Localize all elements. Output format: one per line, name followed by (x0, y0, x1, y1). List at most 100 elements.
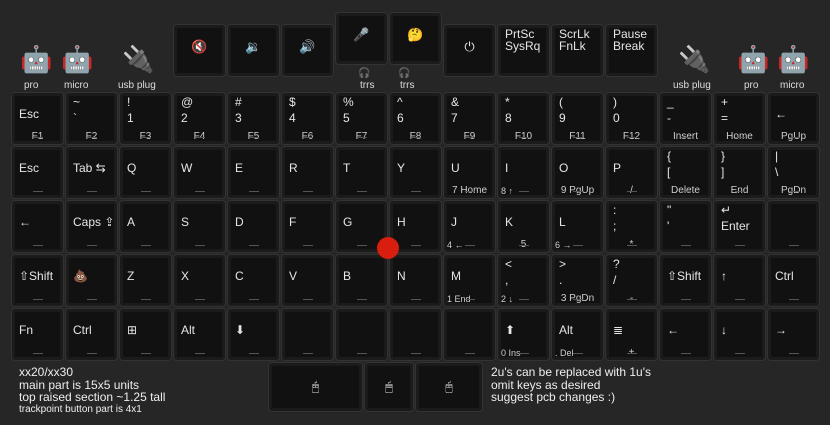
key-r4-c12[interactable]: ← (659, 308, 712, 361)
trackpoint[interactable] (377, 237, 399, 259)
key-r2-c5[interactable]: F (281, 200, 334, 253)
key-r3-c4[interactable]: C (227, 254, 280, 307)
key-r2-c14[interactable] (767, 200, 820, 253)
key-r3-c5[interactable]: V (281, 254, 334, 307)
key-r0-c12[interactable]: _-Insert (659, 92, 712, 145)
key-r0-c14[interactable]: ←PgUp (767, 92, 820, 145)
key-legend-top: ! (127, 95, 131, 109)
key-r4-c7[interactable] (389, 308, 442, 361)
key-r3-c6[interactable]: B (335, 254, 388, 307)
key-r3-c0[interactable]: ⇧Shift (11, 254, 64, 307)
key-dash (194, 191, 205, 192)
key-r3-c3[interactable]: X (173, 254, 226, 307)
key-r4-c10[interactable]: Alt. Del (551, 308, 604, 361)
key-r4-c6[interactable] (335, 308, 388, 361)
key-r2-c2[interactable]: A (119, 200, 172, 253)
key-r1-c2[interactable]: Q (119, 146, 172, 199)
key-r4-c9[interactable]: ⬆0 Ins (497, 308, 550, 361)
mic-key[interactable]: 🎤 (335, 12, 388, 65)
key-r1-c14[interactable]: |\PgDn (767, 146, 820, 199)
key-legend-top: Ctrl (73, 323, 92, 337)
key-r1-c7[interactable]: Y (389, 146, 442, 199)
key-r1-c12[interactable]: {[Delete (659, 146, 712, 199)
mouse-middle-button[interactable]: 🖱 (364, 362, 414, 412)
key-r2-c1[interactable]: Caps ⇪ (65, 200, 118, 253)
volume-up-key[interactable]: 🔊 (281, 24, 334, 77)
key-r3-c7[interactable]: N (389, 254, 442, 307)
power-key[interactable]: ⏻ (443, 24, 496, 77)
key-r1-c0[interactable]: Esc (11, 146, 64, 199)
key-r3-c9[interactable]: <,2 ↓ (497, 254, 550, 307)
key-r4-c2[interactable]: ⊞ (119, 308, 172, 361)
think-key[interactable]: 🤔 (389, 12, 442, 65)
key-legend-top: X (181, 269, 190, 283)
key-r4-c8[interactable] (443, 308, 496, 361)
key-r1-c13[interactable]: }]End (713, 146, 766, 199)
key-r0-c13[interactable]: +=Home (713, 92, 766, 145)
key-r1-c1[interactable]: Tab ⇆ (65, 146, 118, 199)
key-r3-c10[interactable]: >.3 PgDn (551, 254, 604, 307)
key-legend-sub: F9 (463, 131, 476, 142)
key-r2-c3[interactable]: S (173, 200, 226, 253)
key-dash (356, 299, 367, 300)
key-r1-c3[interactable]: W (173, 146, 226, 199)
key-r4-c14[interactable]: → (767, 308, 820, 361)
key-legend-sub: F11 (569, 131, 586, 142)
key-r3-c14[interactable]: Ctrl (767, 254, 820, 307)
key-r3-c11[interactable]: ?/- (605, 254, 658, 307)
key-r1-c6[interactable]: T (335, 146, 388, 199)
key-r4-c0[interactable]: Fn (11, 308, 64, 361)
key-r4-c11[interactable]: ≣+ (605, 308, 658, 361)
key-r4-c4[interactable]: ⬇ (227, 308, 280, 361)
key-r2-c13[interactable]: ↵Enter (713, 200, 766, 253)
key-r1-c5[interactable]: R (281, 146, 334, 199)
mouse-left-button[interactable]: 🖰 (268, 362, 363, 412)
key-legend-top: L (559, 215, 566, 229)
key-dash (302, 299, 313, 300)
key-r4-c3[interactable]: Alt (173, 308, 226, 361)
key-r3-c1[interactable]: 💩 (65, 254, 118, 307)
key-r4-c5[interactable] (281, 308, 334, 361)
key-legend-mid: / (613, 273, 617, 287)
key-r3-c12[interactable]: ⇧Shift (659, 254, 712, 307)
key-r3-c2[interactable]: Z (119, 254, 172, 307)
note-line: xx20/xx30 (19, 365, 74, 379)
key-dash (86, 299, 97, 300)
mute-key[interactable]: 🔇 (173, 24, 226, 77)
key-r2-c0[interactable]: ← (11, 200, 64, 253)
key-r4-c1[interactable]: Ctrl (65, 308, 118, 361)
key-r2-c11[interactable]: :;* (605, 200, 658, 253)
key-r1-c11[interactable]: P/ (605, 146, 658, 199)
key-legend-mid: 8 (505, 111, 512, 125)
volume-down-key[interactable]: 🔉 (227, 24, 280, 77)
mouse-right-button[interactable]: 🖰 (415, 362, 483, 412)
key-r4-c13[interactable]: ↓ (713, 308, 766, 361)
key-r1-c4[interactable]: E (227, 146, 280, 199)
key-r2-c4[interactable]: D (227, 200, 280, 253)
key-r0-c1[interactable]: ~`F2 (65, 92, 118, 145)
key-legend-top: G (343, 215, 353, 229)
key-r3-c13[interactable]: ↑ (713, 254, 766, 307)
key-r2-c12[interactable]: "' (659, 200, 712, 253)
